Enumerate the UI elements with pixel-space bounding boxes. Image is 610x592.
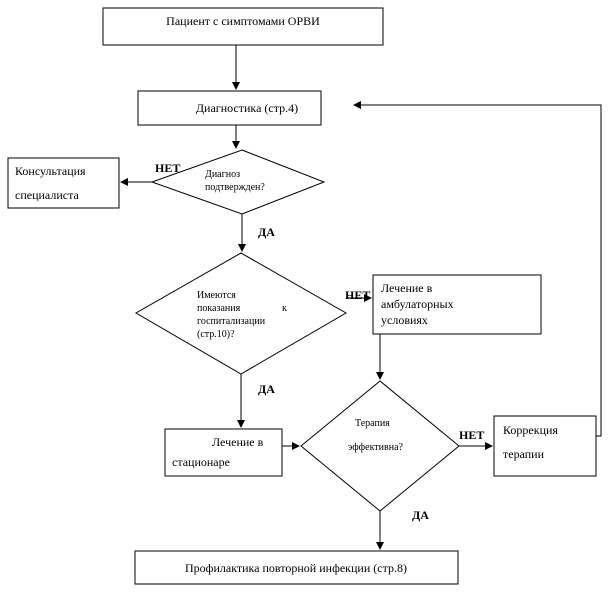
consultation-text-2: специалиста [15,188,79,202]
label-no-therapy: НЕТ [459,428,484,442]
correction-text-1: Коррекция [503,423,558,437]
hospitalization-text-1: Имеются [197,290,236,301]
inpatient-text-1: Лечение в [212,435,264,449]
consultation-text-1: Консультация [15,164,86,178]
label-yes-hospitalization: ДА [258,382,275,396]
patient-box [102,7,384,46]
label-no-hospitalization: НЕТ [345,288,370,302]
therapy-effective-text-2: эффективна? [348,442,404,453]
inpatient-box [164,428,283,477]
label-yes-therapy: ДА [412,508,429,522]
hospitalization-diamond [134,252,348,375]
correction-box [493,415,597,477]
outpatient-text-3: условиях [381,313,428,327]
correction-text-2: терапии [503,447,545,461]
diagnosis-confirmed-text-1: Диагноз [205,169,240,180]
diagnosis-confirmed-text-2: подтвержден? [205,182,265,193]
therapy-effective-text-1: Терапия [355,418,390,429]
hospitalization-text-4: (стр.10)? [197,329,235,340]
prevention-text: Профилактика повторной инфекции (стр.8) [185,561,407,575]
diagnostics-box [137,90,322,126]
label-no-diagnosis: НЕТ [155,161,180,175]
consultation-box [7,157,120,209]
patient-text: Пациент с симптомами ОРВИ [166,14,320,28]
inpatient-text-2: стационаре [172,455,230,469]
arrow-correction-loop-to-diagnostics [353,101,602,437]
outpatient-box [372,274,542,335]
hospitalization-text-3: госпитализации [197,316,266,327]
hospitalization-text-2a: показания [197,303,241,314]
prevention-box [134,550,459,585]
hospitalization-text-2b: к [282,303,287,314]
outpatient-text-1: Лечение в [381,281,433,295]
diagnostics-text: Диагностика (стр.4) [196,101,298,115]
label-yes-diagnosis: ДА [258,225,275,239]
outpatient-text-2: амбулаторных [381,297,454,311]
